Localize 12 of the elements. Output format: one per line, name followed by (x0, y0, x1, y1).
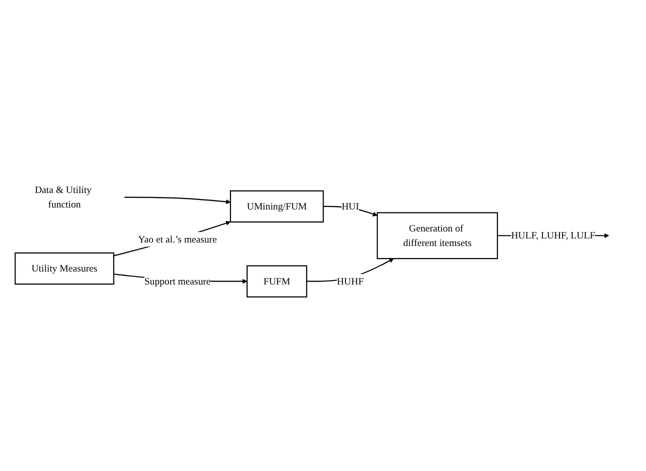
edge-label: HUI (342, 200, 360, 212)
arrow (114, 220, 231, 256)
node-box: FUFM (246, 265, 308, 298)
node-box: Generation of different itemsets (376, 212, 498, 259)
arrow (124, 196, 231, 204)
node-box: UMining/FUM (230, 190, 324, 222)
edge-label: HULF, LUHF, LULF (511, 230, 596, 241)
edge-label: HUHF (336, 275, 364, 286)
node-text: Data & Utility function (34, 184, 92, 210)
node-box: Utility Measures (14, 252, 114, 284)
edge-label: Yao et al.’s measure (138, 233, 217, 244)
edge-label: Support measure (144, 275, 211, 286)
